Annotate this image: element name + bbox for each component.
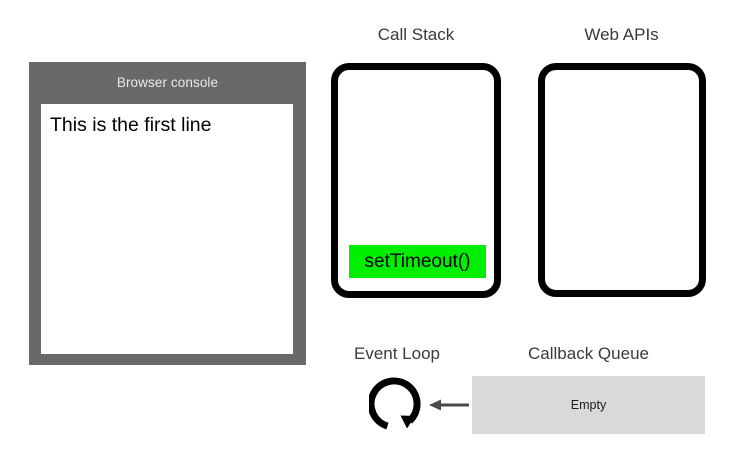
callback-queue-status: Empty xyxy=(570,398,607,412)
browser-console-output: This is the first line xyxy=(41,104,293,354)
web-apis-heading: Web APIs xyxy=(584,25,659,44)
circular-arrow-icon xyxy=(369,377,421,430)
browser-console-panel: Browser console This is the first line xyxy=(29,62,306,365)
call-stack-frame-settimeout: setTimeout() xyxy=(349,245,486,278)
callback-queue-box: Empty xyxy=(472,376,705,434)
browser-console-title: Browser console xyxy=(116,75,219,90)
call-stack-heading: Call Stack xyxy=(377,25,455,44)
web-apis-box xyxy=(538,63,706,297)
console-log-line: This is the first line xyxy=(50,114,212,136)
callback-queue-heading: Callback Queue xyxy=(528,344,649,363)
queue-to-loop-arrow xyxy=(429,399,469,411)
event-loop-heading: Event Loop xyxy=(353,344,440,363)
